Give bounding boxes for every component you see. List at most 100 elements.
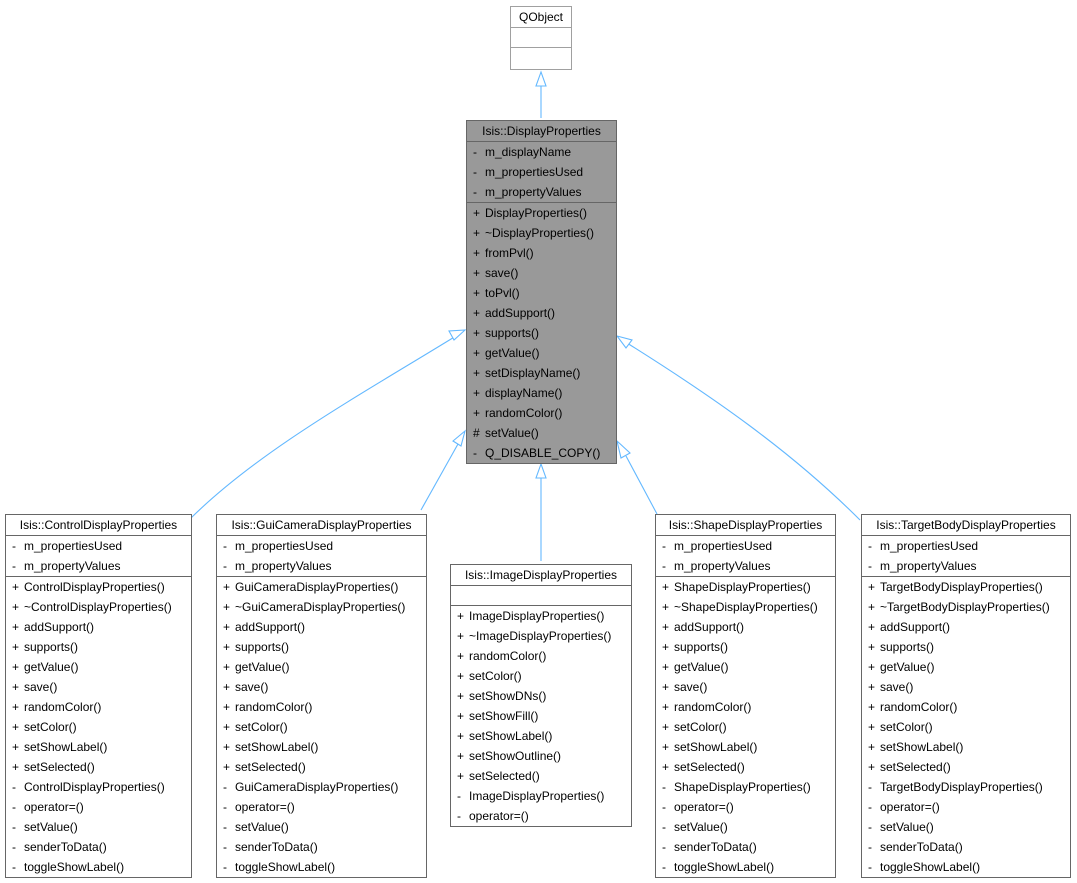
method-row: +setSelected()	[656, 757, 835, 777]
visibility-marker: +	[473, 386, 481, 400]
method-name: ControlDisplayProperties()	[24, 780, 165, 794]
method-row: +getValue()	[467, 343, 616, 363]
visibility-marker: -	[868, 860, 872, 874]
method-row: -setValue()	[217, 817, 426, 837]
method-row: +setSelected()	[451, 766, 631, 786]
visibility-marker: +	[868, 760, 876, 774]
visibility-marker: -	[223, 780, 227, 794]
method-name: save()	[674, 680, 708, 694]
visibility-marker: -	[223, 820, 227, 834]
method-name: ~ControlDisplayProperties()	[24, 600, 172, 614]
method-name: ~DisplayProperties()	[485, 226, 595, 240]
method-row: +supports()	[467, 323, 616, 343]
method-name: addSupport()	[24, 620, 95, 634]
method-row: + setShowLabel()	[656, 737, 835, 757]
method-row: +ControlDisplayProperties()	[6, 577, 191, 597]
method-name: setSelected()	[24, 760, 95, 774]
visibility-marker: +	[457, 629, 465, 643]
method-name: getValue()	[880, 660, 935, 674]
attribute-row: -m_propertiesUsed	[656, 536, 835, 556]
method-name: setShowLabel()	[235, 740, 319, 754]
visibility-marker: +	[12, 760, 20, 774]
visibility-marker: +	[868, 720, 876, 734]
method-row: +addSupport()	[6, 617, 191, 637]
visibility-marker: +	[457, 749, 465, 763]
method-row: -setValue()	[656, 817, 835, 837]
method-row: +setShowLabel()	[451, 726, 631, 746]
method-row: -operator=()	[217, 797, 426, 817]
method-name: supports()	[674, 640, 729, 654]
method-name: GuiCameraDisplayProperties()	[235, 780, 399, 794]
visibility-marker: -	[223, 800, 227, 814]
attribute-row: -m_propertyValues	[6, 556, 191, 576]
visibility-marker: -	[868, 780, 872, 794]
method-name: senderToData()	[674, 840, 757, 854]
method-row: +fromPvl()	[467, 243, 616, 263]
method-name: setColor()	[674, 720, 727, 734]
class-image-display-properties[interactable]: Isis::ImageDisplayProperties +ImageDispl…	[450, 564, 632, 827]
method-name: senderToData()	[235, 840, 318, 854]
visibility-marker: #	[473, 426, 480, 440]
visibility-marker: +	[12, 660, 20, 674]
attribute-name: m_displayName	[485, 145, 572, 159]
class-title: Isis::DisplayProperties	[482, 124, 601, 138]
visibility-marker: +	[473, 346, 481, 360]
visibility-marker: +	[473, 246, 481, 260]
attribute-row: -m_displayName	[467, 142, 616, 162]
class-title: Isis::TargetBodyDisplayProperties	[876, 518, 1056, 532]
visibility-marker: +	[473, 226, 481, 240]
visibility-marker: +	[473, 266, 481, 280]
method-row: +setColor()	[451, 666, 631, 686]
class-shape-display-properties[interactable]: Isis::ShapeDisplayProperties -m_properti…	[655, 514, 836, 878]
class-title: Isis::GuiCameraDisplayProperties	[231, 518, 412, 532]
method-name: supports()	[880, 640, 935, 654]
method-name: senderToData()	[24, 840, 107, 854]
visibility-marker: -	[223, 559, 227, 573]
method-name: TargetBodyDisplayProperties()	[880, 780, 1043, 794]
arrowhead-shape	[616, 439, 631, 459]
attribute-name: m_propertyValues	[235, 559, 332, 573]
method-row: -toggleShowLabel()	[6, 857, 191, 877]
class-control-display-properties[interactable]: Isis::ControlDisplayProperties -m_proper…	[5, 514, 192, 878]
method-name: setShowLabel()	[674, 740, 758, 754]
method-row: + ~DisplayProperties()	[467, 223, 616, 243]
method-name: setShowLabel()	[469, 729, 553, 743]
attribute-name: m_propertyValues	[485, 185, 582, 199]
method-name: setValue()	[674, 820, 728, 834]
visibility-marker: +	[473, 366, 481, 380]
method-row: #setValue()	[467, 423, 616, 443]
visibility-marker: +	[457, 769, 465, 783]
method-row: +TargetBodyDisplayProperties()	[862, 577, 1070, 597]
visibility-marker: +	[662, 580, 670, 594]
method-name: save()	[24, 680, 58, 694]
visibility-marker: -	[662, 559, 666, 573]
method-row: +randomColor()	[656, 697, 835, 717]
method-name: setValue()	[24, 820, 78, 834]
method-name: toggleShowLabel()	[235, 860, 336, 874]
attribute-name: m_propertyValues	[24, 559, 121, 573]
method-name: ~ShapeDisplayProperties()	[674, 600, 818, 614]
attributes-section: -m_propertiesUsed-m_propertyValues	[217, 535, 426, 576]
method-name: supports()	[235, 640, 290, 654]
class-guicamera-display-properties[interactable]: Isis::GuiCameraDisplayProperties -m_prop…	[216, 514, 427, 878]
edge-targetbody-to-displayproperties	[626, 342, 861, 521]
attribute-name: m_propertyValues	[674, 559, 771, 573]
visibility-marker: -	[12, 780, 16, 794]
method-row: -senderToData()	[217, 837, 426, 857]
visibility-marker: +	[457, 609, 465, 623]
visibility-marker: +	[12, 700, 20, 714]
method-name: setShowOutline()	[469, 749, 562, 763]
visibility-marker: +	[868, 620, 876, 634]
class-targetbody-display-properties[interactable]: Isis::TargetBodyDisplayProperties -m_pro…	[861, 514, 1071, 878]
method-row: +supports()	[6, 637, 191, 657]
class-qobject[interactable]: QObject	[510, 6, 572, 70]
methods-section: +ControlDisplayProperties()+~ControlDisp…	[6, 576, 191, 877]
visibility-marker: +	[662, 740, 670, 754]
method-name: randomColor()	[674, 700, 752, 714]
method-name: ~TargetBodyDisplayProperties()	[880, 600, 1050, 614]
visibility-marker: -	[457, 789, 461, 803]
method-row: -senderToData()	[862, 837, 1070, 857]
method-row: +setShowLabel()	[862, 737, 1070, 757]
method-row: +getValue()	[6, 657, 191, 677]
class-display-properties[interactable]: Isis::DisplayProperties -m_displayName-m…	[466, 120, 617, 464]
